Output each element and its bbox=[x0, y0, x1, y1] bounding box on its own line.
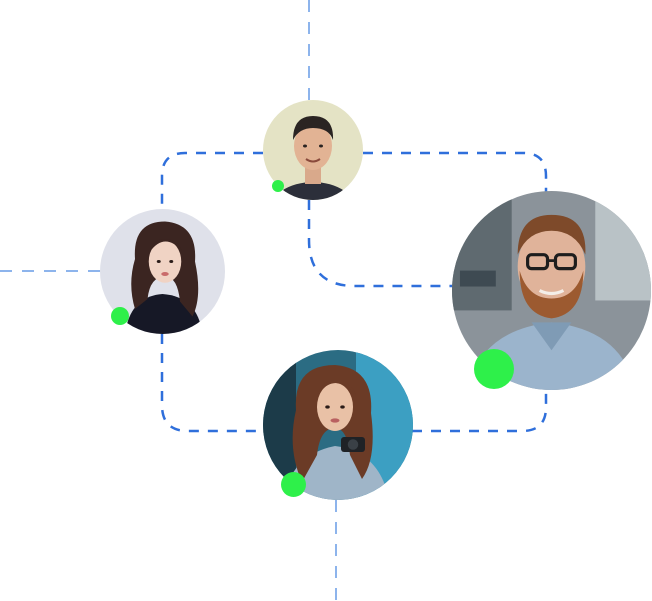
status-online-dot-right bbox=[474, 349, 514, 389]
connector-path-top-to-right bbox=[363, 151, 548, 192]
avatar-woman-dark-hair bbox=[100, 209, 225, 334]
avatar-woman-camera bbox=[263, 350, 413, 500]
status-online-dot-left bbox=[111, 307, 129, 325]
connector-path-left-to-bottom bbox=[160, 334, 264, 433]
connector-path-bottom-to-right bbox=[412, 389, 548, 433]
status-online-dot-bottom bbox=[281, 472, 306, 497]
avatar-woman-dark-hair-icon bbox=[100, 209, 225, 334]
connector-path-top-down-to-right bbox=[307, 200, 455, 288]
status-online-dot-top bbox=[272, 180, 284, 192]
connector-path-top-to-left bbox=[160, 151, 263, 210]
avatar-woman-camera-icon bbox=[263, 350, 413, 500]
